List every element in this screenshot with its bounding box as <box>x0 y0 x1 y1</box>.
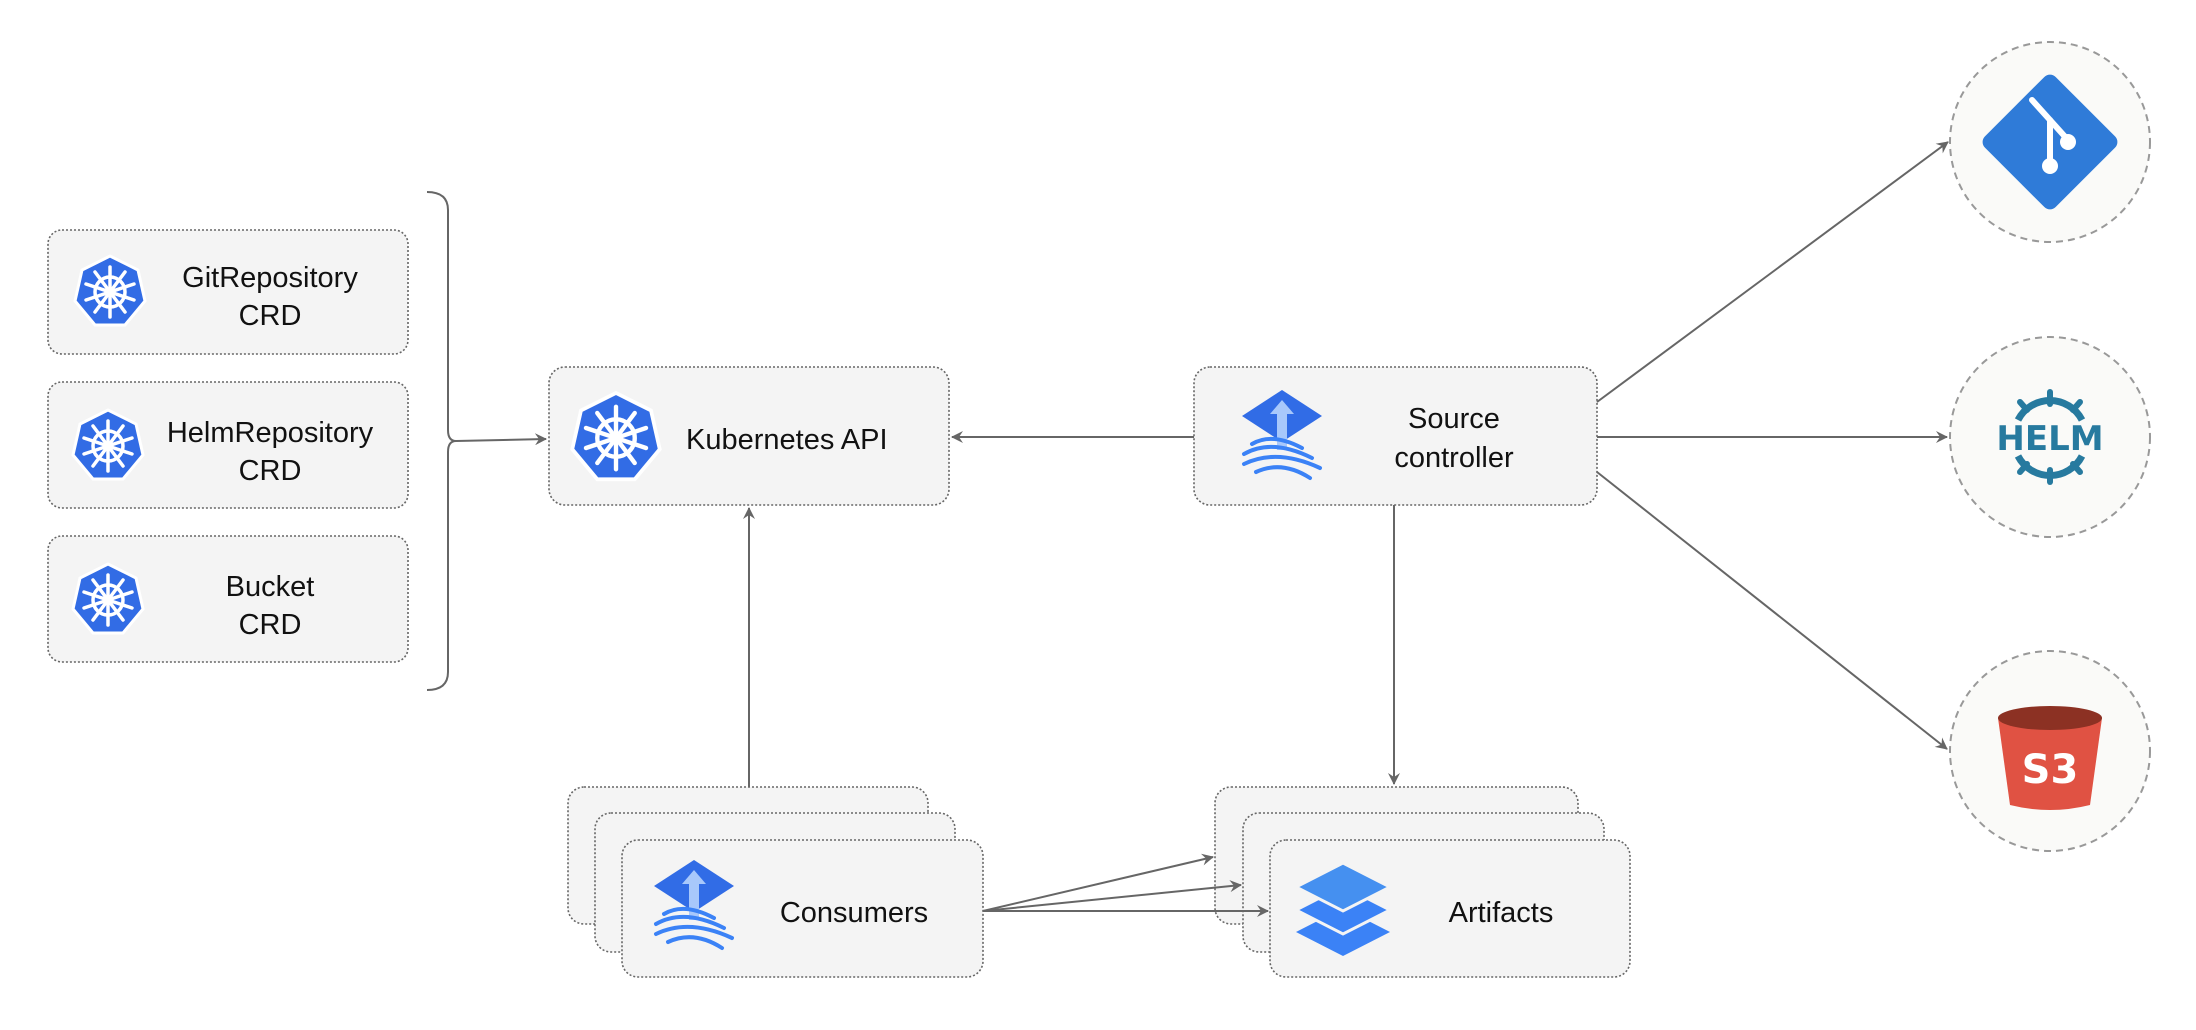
helm-icon: HELM <box>1996 389 2104 485</box>
node-label: CRD <box>239 609 302 641</box>
grouping-brace <box>426 191 457 691</box>
source-controller-node: Source controller <box>1193 366 1598 506</box>
node-label: GitRepository <box>182 262 358 294</box>
node-label: controller <box>1394 442 1514 474</box>
node-label: Kubernetes API <box>686 424 888 456</box>
kubernetes-api-node: Kubernetes API <box>548 366 950 506</box>
node-label: Source <box>1408 403 1500 435</box>
node-label: CRD <box>239 300 302 332</box>
node-label: Artifacts <box>1449 897 1554 929</box>
helm-logo-text: HELM <box>1996 419 2103 459</box>
node-label: Consumers <box>780 897 928 929</box>
consumers-node: Consumers <box>567 786 984 978</box>
git-icon <box>1982 74 2118 210</box>
s3-logo-text: S3 <box>2022 747 2079 793</box>
edge-crds-to-kubernetes-api <box>455 433 547 446</box>
node-label: CRD <box>239 455 302 487</box>
git-repository-crd-node: GitRepository CRD <box>47 229 409 355</box>
git-node <box>1949 41 2151 243</box>
edges-consumers-to-artifacts <box>982 853 1269 917</box>
edge-source-controller-to-git <box>1596 141 1949 403</box>
helm-node: HELM <box>1949 336 2151 538</box>
node-label: HelmRepository <box>167 417 374 449</box>
bucket-crd-node: Bucket CRD <box>47 535 409 663</box>
s3-node: S3 <box>1949 650 2151 852</box>
node-label: Bucket <box>226 571 315 603</box>
edge-source-controller-to-s3 <box>1596 471 1948 750</box>
artifacts-node: Artifacts <box>1214 786 1631 978</box>
layers-icon <box>1292 861 1394 956</box>
helm-repository-crd-node: HelmRepository CRD <box>47 381 409 509</box>
s3-bucket-icon: S3 <box>1998 706 2102 810</box>
